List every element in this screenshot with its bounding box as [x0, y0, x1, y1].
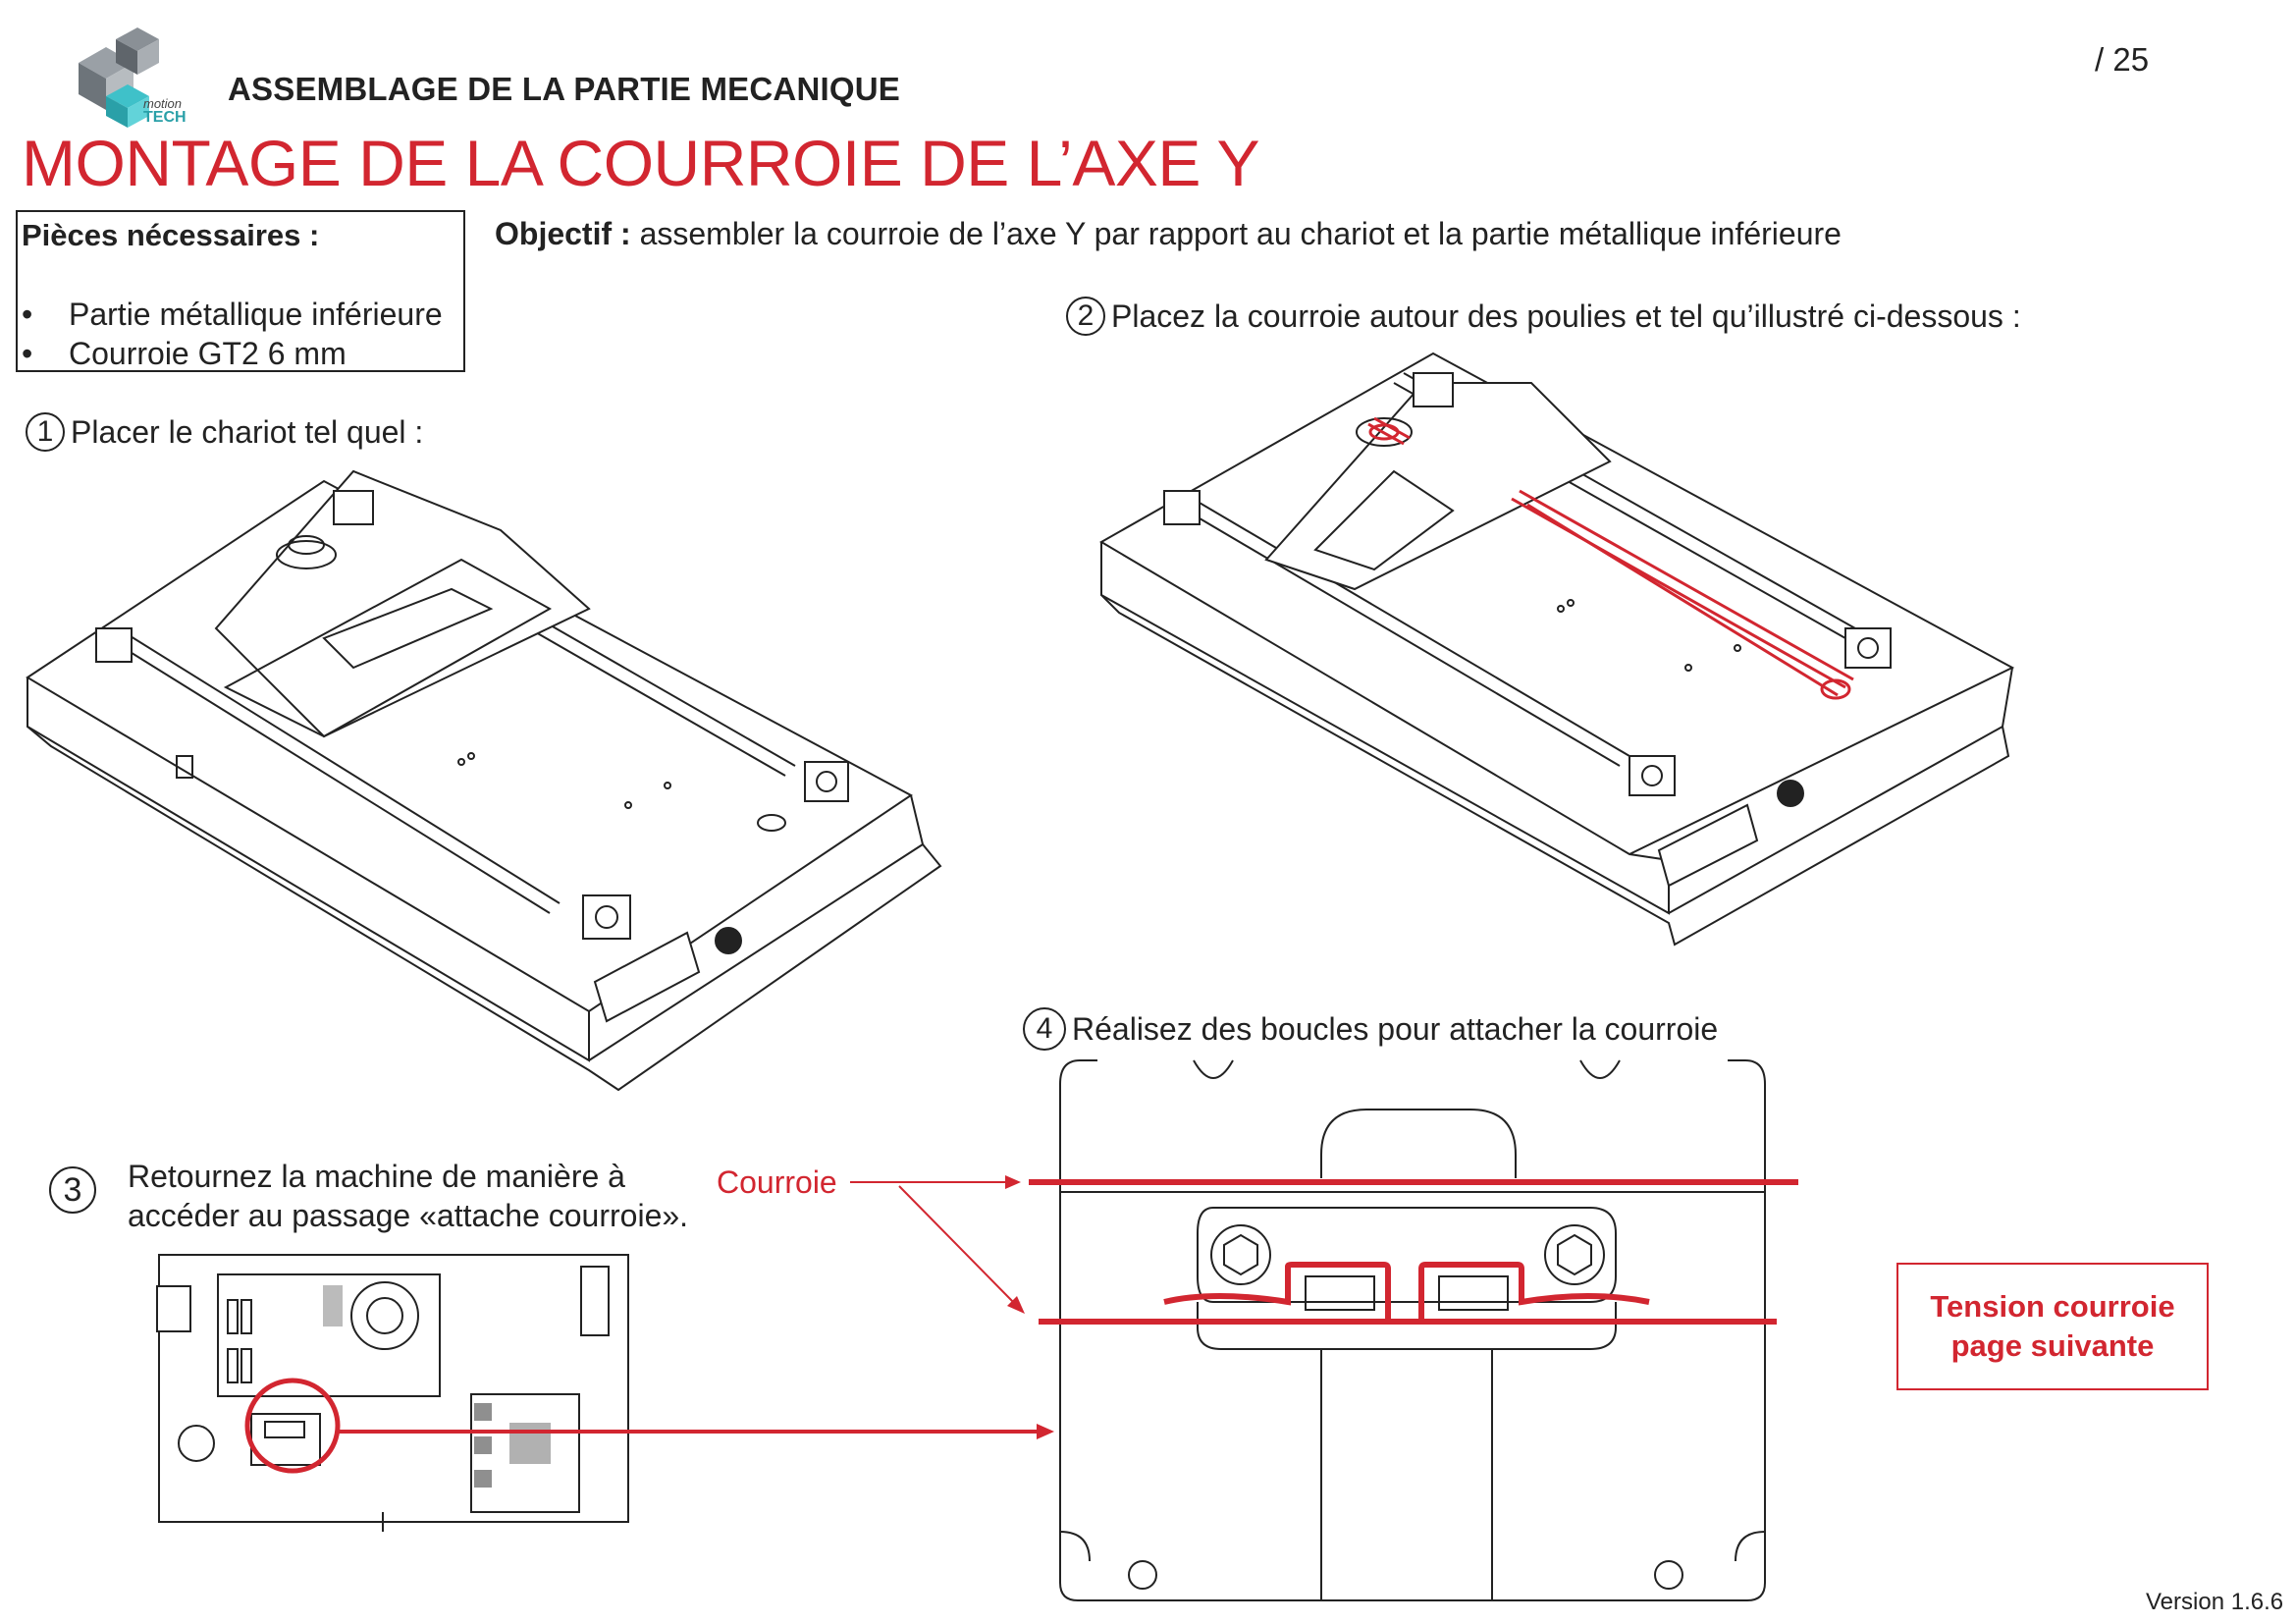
parts-box [16, 210, 465, 372]
callout-arrow-2 [1007, 1296, 1025, 1314]
step-1: 1 Placer le chariot tel quel : [26, 412, 423, 452]
motiontech-logo [79, 27, 159, 128]
bullet: • [22, 336, 33, 371]
step-2: 2 Placez la courroie autour des poulies … [1066, 297, 2021, 336]
step-2-text: Placez la courroie autour des poulies et… [1111, 298, 2021, 334]
machine-drawing-step1 [26, 469, 942, 1092]
version-label: Version 1.6.6 [2146, 1589, 2284, 1615]
parts-list: •Partie métallique inférieure •Courroie … [22, 295, 443, 373]
callout-arrow-1 [1005, 1175, 1021, 1189]
objective: Objectif : assembler la courroie de l’ax… [495, 216, 1842, 252]
step-number-4: 4 [1023, 1007, 1066, 1051]
logo-text-bottom: TECH [143, 109, 187, 126]
logo-text-top: motion [143, 96, 182, 111]
machine-bottom-view [156, 1254, 629, 1532]
step-1-text: Placer le chariot tel quel : [71, 413, 424, 450]
machine-drawing-step2 [1099, 352, 2015, 947]
step-3-number-wrap: 3 [49, 1166, 102, 1214]
belt-label: Courroie [717, 1164, 837, 1200]
arrow-head [1037, 1424, 1054, 1439]
list-item: •Partie métallique inférieure [22, 297, 443, 332]
page-number: / 25 [2095, 41, 2150, 78]
step-3-text: Retournez la machine de manière à accéde… [128, 1159, 689, 1233]
belt-path-detail [1029, 1179, 1798, 1325]
belt-callout-lines [850, 1181, 1018, 1307]
belt-highlight-step2 [1367, 416, 1854, 700]
step-number-2: 2 [1066, 297, 1105, 336]
parts-title: Pièces nécessaires : [22, 218, 320, 252]
step-4-text: Réalisez des boucles pour attacher la co… [1072, 1010, 1719, 1047]
step-4: 4 Réalisez des boucles pour attacher la … [1023, 1007, 1718, 1051]
list-item: •Courroie GT2 6 mm [22, 336, 347, 371]
step-number-3: 3 [49, 1166, 96, 1214]
bullet: • [22, 297, 33, 332]
page-title: MONTAGE DE LA COURROIE DE L’AXE Y [22, 127, 1260, 199]
objective-label: Objectif : [495, 216, 631, 251]
objective-text: assembler la courroie de l’axe Y par rap… [630, 216, 1842, 251]
tension-note: Tension courroie page suivante [1896, 1263, 2209, 1390]
section-header: ASSEMBLAGE DE LA PARTIE MECANIQUE [228, 71, 900, 107]
step-number-1: 1 [26, 412, 65, 452]
belt-clamp-detail [1059, 1059, 1766, 1601]
attach-zone-circle [244, 1378, 341, 1474]
